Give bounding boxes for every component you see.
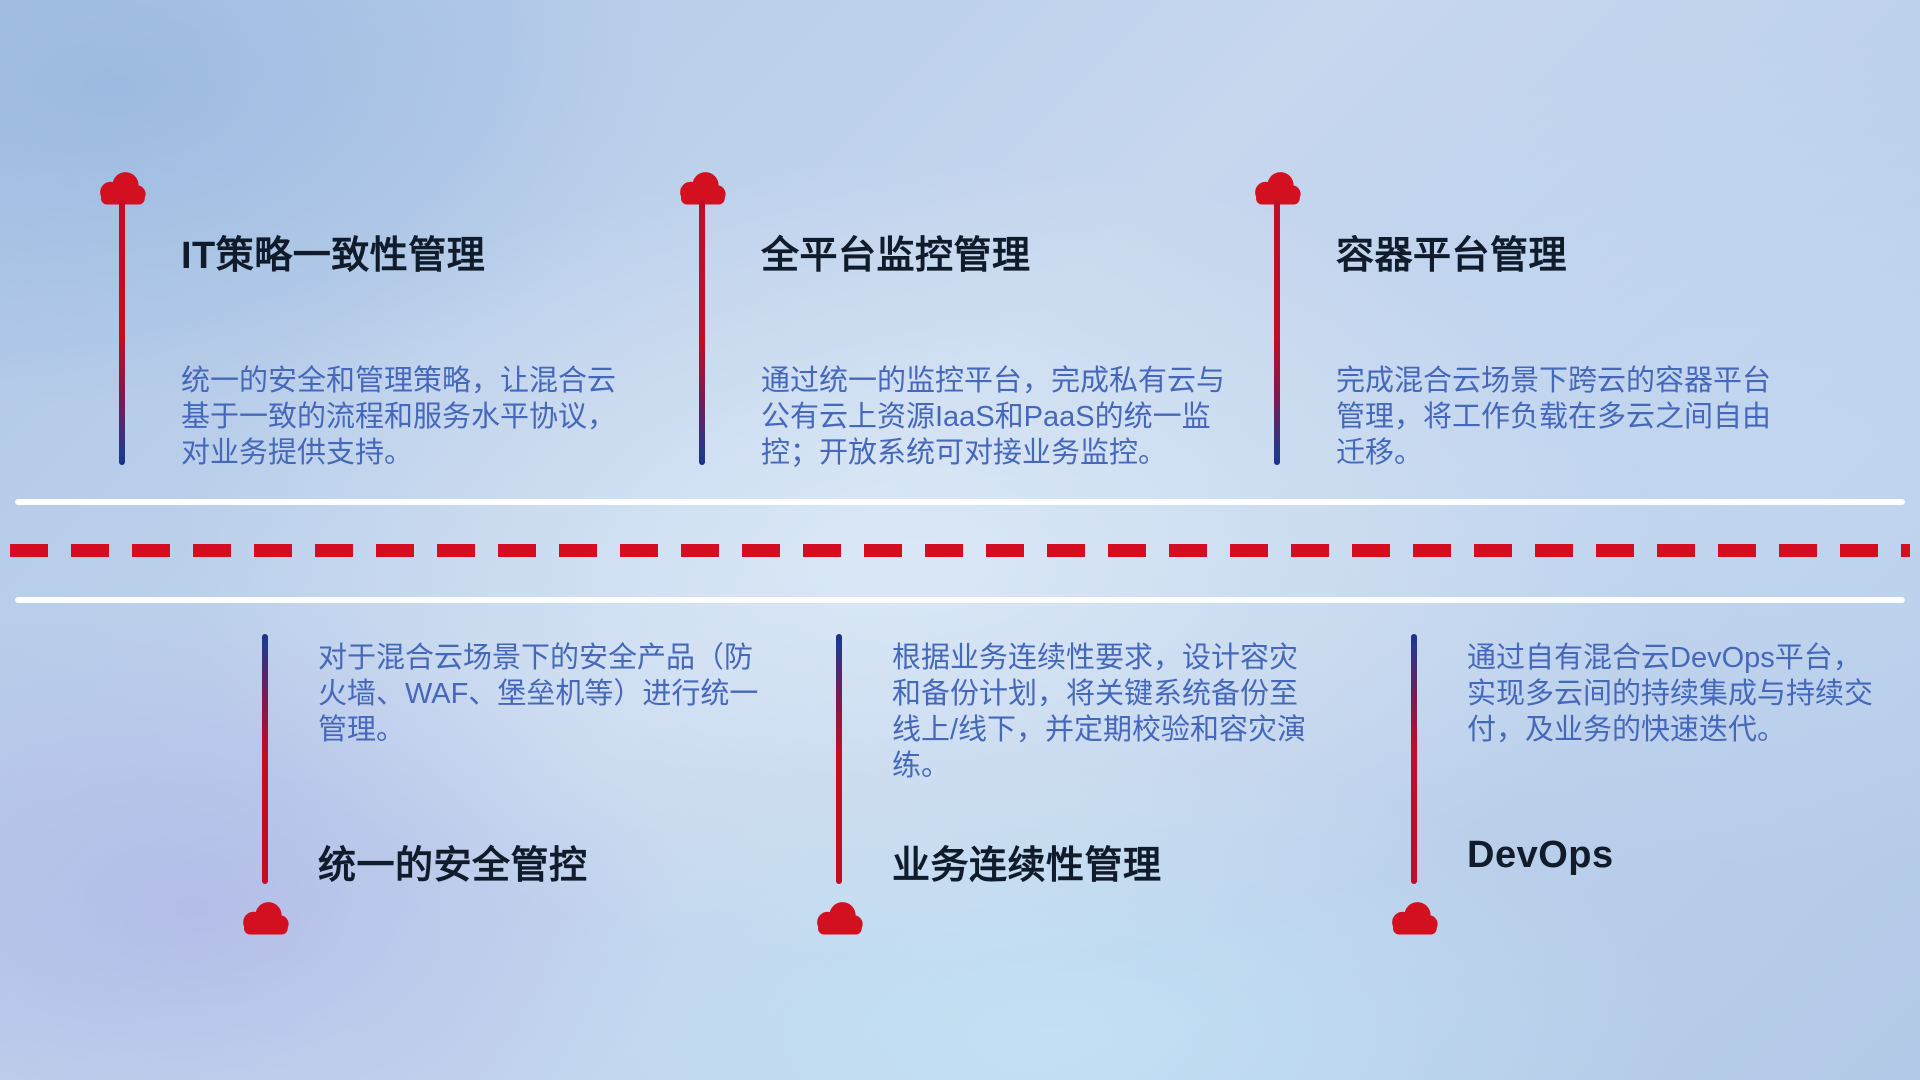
feature-title: DevOps [1467,834,1614,876]
connector-stem [1274,200,1280,465]
feature-item-devops: 通过自有混合云DevOps平台，实现多云间的持续集成与持续交付，及业务的快速迭代… [1386,634,1906,954]
feature-title: 业务连续性管理 [892,845,1162,887]
feature-item-security-control: 对于混合云场景下的安全产品（防火墙、WAF、堡垒机等）进行统一管理。 统一的安全… [237,634,758,954]
feature-title: IT策略一致性管理 [181,235,486,277]
timeline-dashed-line [10,544,1910,557]
connector-stem [1411,634,1417,884]
feature-item-business-continuity: 根据业务连续性要求，设计容灾和备份计划，将关键系统备份至线上/线下，并定期校验和… [811,634,1331,954]
feature-title: 全平台监控管理 [761,235,1031,277]
feature-description: 统一的安全和管理策略，让混合云基于一致的流程和服务水平协议，对业务提供支持。 [181,365,617,469]
cloud-icon [811,898,867,936]
feature-title: 容器平台管理 [1336,235,1568,277]
timeline-lower-line [15,597,1905,603]
feature-description: 根据业务连续性要求，设计容灾和备份计划，将关键系统备份至线上/线下，并定期校验和… [892,642,1307,782]
cloud-icon [1249,168,1305,206]
cloud-icon [674,168,730,206]
feature-description: 通过自有混合云DevOps平台，实现多云间的持续集成与持续交付，及业务的快速迭代… [1467,642,1874,746]
cloud-icon [94,168,150,206]
connector-stem [699,200,705,465]
connector-stem [262,634,268,884]
feature-description: 完成混合云场景下跨云的容器平台管理，将工作负载在多云之间自由迁移。 [1336,365,1772,469]
cloud-icon [1386,898,1442,936]
cloud-icon [237,898,293,936]
timeline-upper-line [15,499,1905,505]
connector-stem [119,200,125,465]
feature-description: 对于混合云场景下的安全产品（防火墙、WAF、堡垒机等）进行统一管理。 [318,642,759,746]
connector-stem [836,634,842,884]
feature-title: 统一的安全管控 [318,845,588,887]
feature-description: 通过统一的监控平台，完成私有云与公有云上资源IaaS和PaaS的统一监控；开放系… [761,365,1226,469]
